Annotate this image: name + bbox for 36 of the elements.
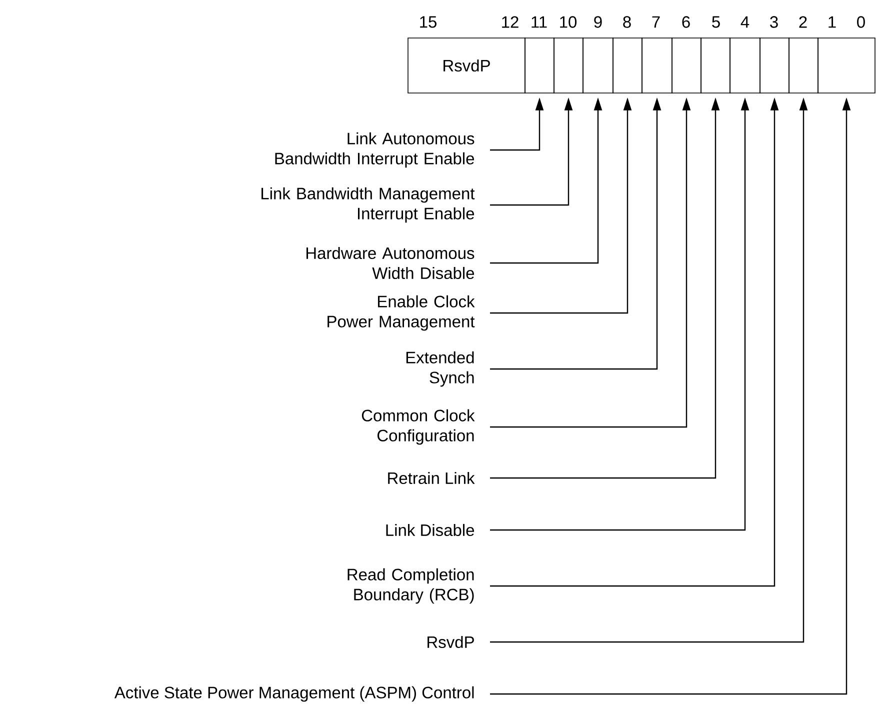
field-label: Retrain Link bbox=[388, 472, 475, 484]
field-label: Common Clock Configuration bbox=[362, 409, 475, 445]
register-cell bbox=[700, 38, 730, 94]
field-label: Link Bandwidth Management Interrupt Enable bbox=[262, 187, 475, 223]
register-cell bbox=[672, 38, 702, 94]
field-label: Read Completion Boundary (RCB) bbox=[348, 568, 474, 604]
register-cell bbox=[730, 38, 760, 94]
field-label: Link Autonomous Bandwidth Interrupt Enable bbox=[275, 132, 474, 168]
bit-number: 0 bbox=[857, 16, 865, 28]
bit-number: 8 bbox=[623, 16, 631, 28]
register-cell bbox=[642, 38, 672, 94]
field-label: Hardware Autonomous Width Disable bbox=[306, 246, 474, 280]
bit-number: 4 bbox=[740, 16, 750, 28]
register-cell bbox=[788, 38, 818, 94]
bit-number: 2 bbox=[799, 16, 807, 28]
bit-number: 7 bbox=[652, 16, 660, 28]
register-cell bbox=[612, 38, 642, 94]
field-label: Extended Synch bbox=[406, 351, 474, 387]
bit-number: 5 bbox=[712, 16, 720, 28]
bit-number: 10 bbox=[560, 16, 577, 28]
register-cell bbox=[582, 38, 614, 94]
register-cell bbox=[818, 38, 876, 94]
bit-number: 6 bbox=[682, 16, 690, 28]
register-cell bbox=[554, 38, 584, 94]
field-label: Enable Clock Power Management bbox=[328, 295, 475, 331]
field-label: Link Disable bbox=[386, 524, 474, 536]
register-cell bbox=[524, 38, 554, 94]
bit-number: 12 bbox=[502, 16, 518, 28]
bit-number: 9 bbox=[594, 16, 602, 28]
bit-number: 11 bbox=[532, 16, 547, 28]
field-label: Active State Power Management (ASPM) Control bbox=[114, 686, 474, 702]
register-cell: RsvdP bbox=[408, 38, 526, 94]
register-cell bbox=[760, 38, 790, 94]
bit-number: 3 bbox=[770, 16, 778, 28]
field-label: RsvdP bbox=[428, 636, 474, 648]
bit-number: 1 bbox=[828, 16, 836, 28]
